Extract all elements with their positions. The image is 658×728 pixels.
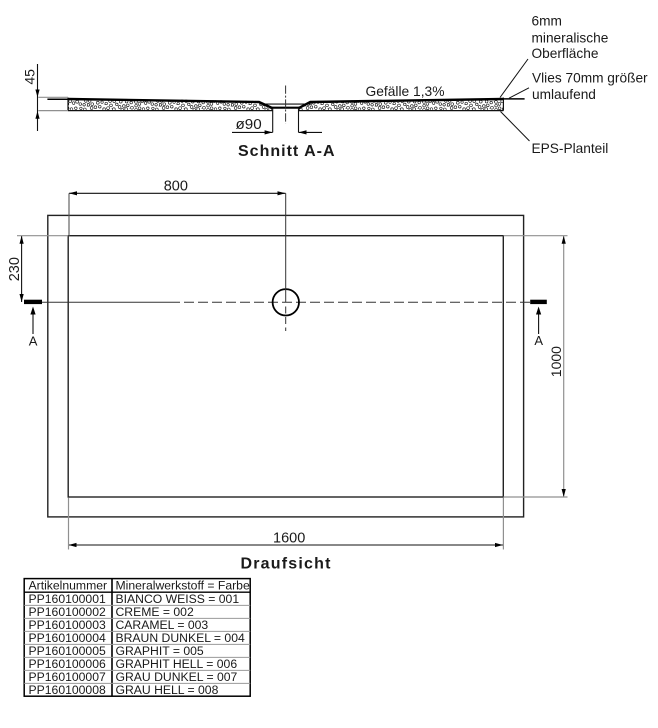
svg-text:PP160100005: PP160100005 (29, 644, 106, 658)
svg-text:45: 45 (22, 69, 38, 85)
svg-text:PP160100002: PP160100002 (29, 605, 106, 619)
svg-text:PP160100004: PP160100004 (29, 631, 106, 645)
svg-text:PP160100006: PP160100006 (29, 657, 106, 671)
svg-text:CARAMEL = 003: CARAMEL = 003 (116, 618, 209, 632)
svg-text:Oberfläche: Oberfläche (532, 46, 599, 61)
svg-text:ø90: ø90 (236, 116, 262, 133)
svg-text:Gefälle 1,3%: Gefälle 1,3% (366, 84, 445, 99)
svg-text:PP160100003: PP160100003 (29, 618, 106, 632)
svg-text:PP160100001: PP160100001 (29, 592, 106, 606)
svg-text:GRAU HELL = 008: GRAU HELL = 008 (116, 683, 219, 697)
svg-text:Mineralwerkstoff = Farbe: Mineralwerkstoff = Farbe (116, 579, 250, 593)
svg-text:CREME = 002: CREME = 002 (116, 605, 194, 619)
svg-text:EPS-Planteil: EPS-Planteil (532, 141, 609, 156)
svg-text:mineralische: mineralische (532, 31, 609, 46)
svg-text:GRAPHIT HELL = 006: GRAPHIT HELL = 006 (116, 657, 238, 671)
svg-text:umlaufend: umlaufend (532, 87, 596, 102)
svg-text:Schnitt A-A: Schnitt A-A (238, 143, 336, 160)
svg-text:PP160100007: PP160100007 (29, 670, 106, 684)
svg-text:800: 800 (164, 179, 188, 195)
svg-text:1000: 1000 (548, 346, 564, 377)
svg-text:GRAU DUNKEL = 007: GRAU DUNKEL = 007 (116, 670, 238, 684)
svg-text:Artikelnummer: Artikelnummer (29, 579, 108, 593)
svg-text:PP160100008: PP160100008 (29, 683, 106, 697)
svg-text:BRAUN DUNKEL = 004: BRAUN DUNKEL = 004 (116, 631, 245, 645)
svg-text:230: 230 (7, 257, 23, 281)
svg-text:GRAPHIT = 005: GRAPHIT = 005 (116, 644, 204, 658)
svg-text:6mm: 6mm (532, 14, 562, 29)
svg-text:A: A (29, 334, 38, 349)
svg-text:Draufsicht: Draufsicht (241, 555, 332, 572)
svg-text:A: A (534, 333, 543, 348)
svg-text:BIANCO WEISS = 001: BIANCO WEISS = 001 (116, 592, 240, 606)
svg-text:1600: 1600 (273, 531, 305, 547)
svg-text:Vlies 70mm größer: Vlies 70mm größer (532, 70, 648, 85)
